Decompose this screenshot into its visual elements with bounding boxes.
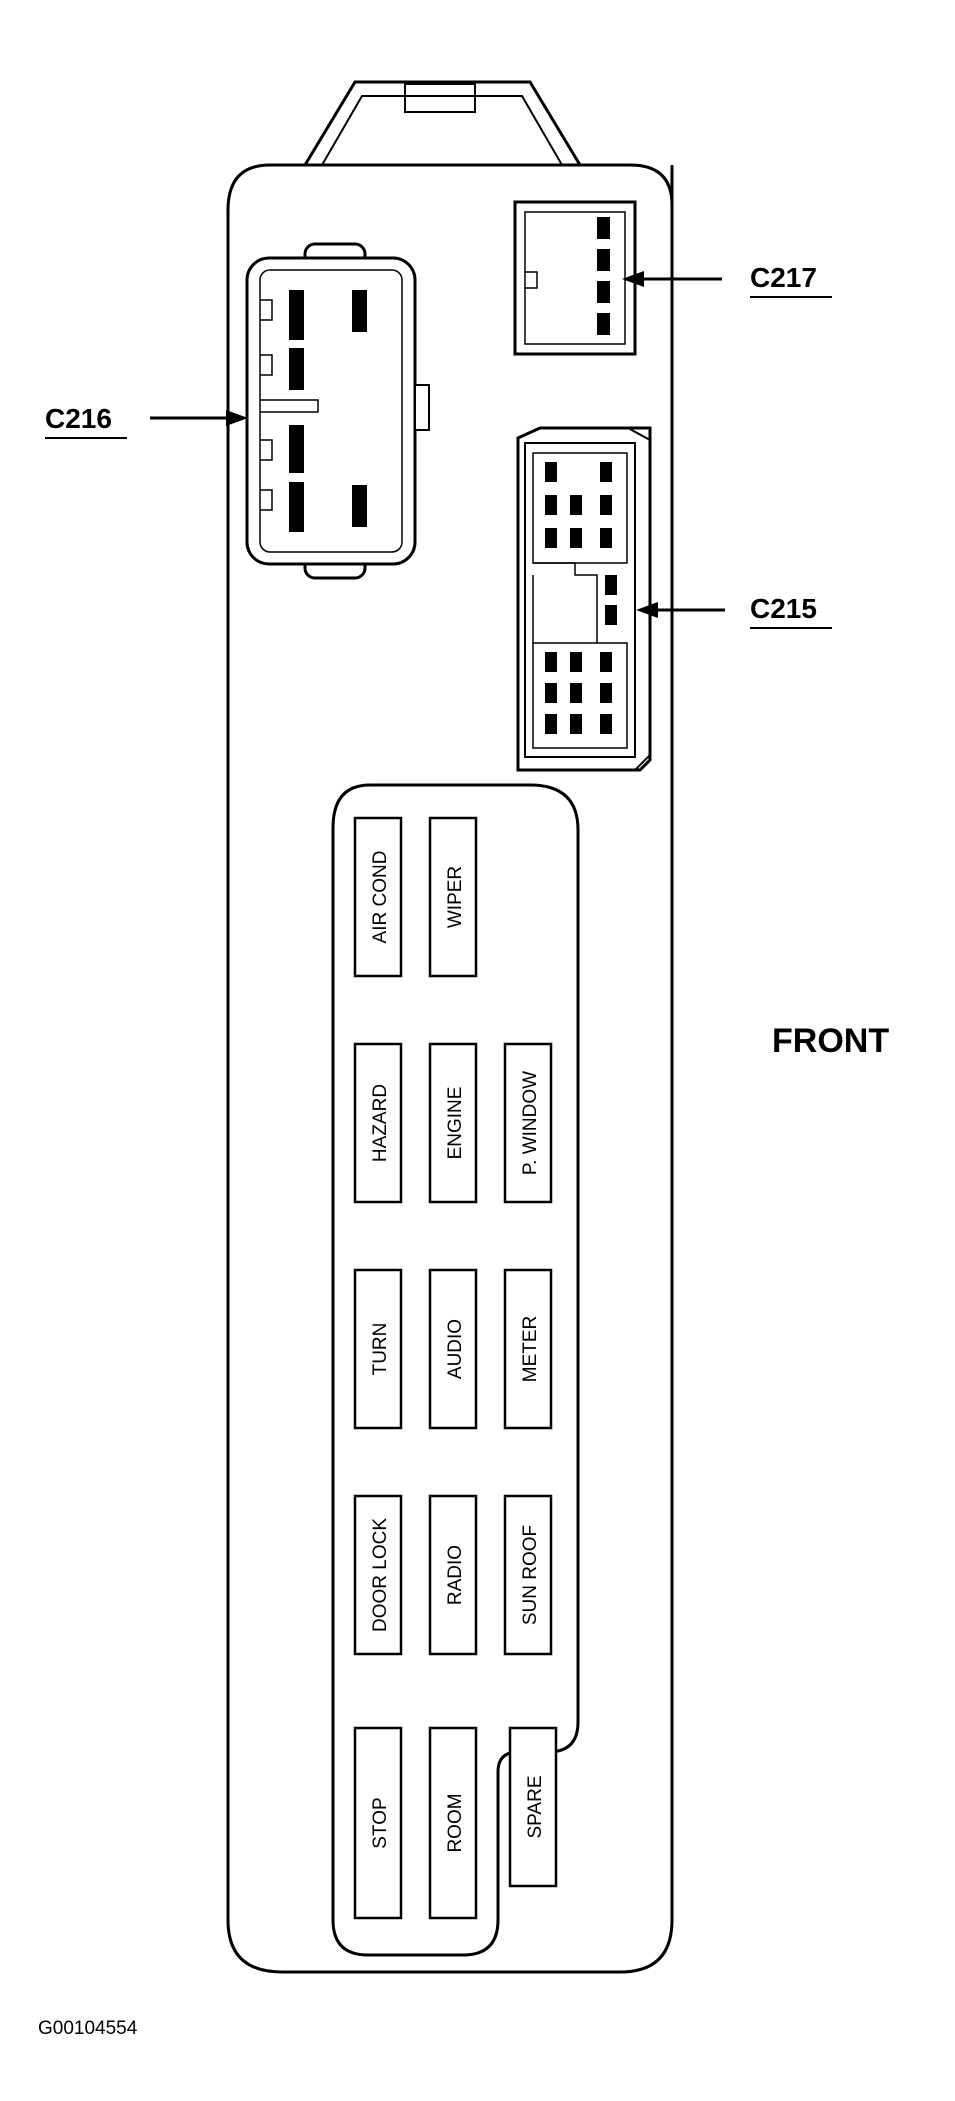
fuse-label-wiper: WIPER	[445, 866, 466, 928]
fuse-meter	[503, 1268, 553, 1430]
top-latch-inner	[321, 95, 563, 166]
callout-c217-arrow	[622, 271, 722, 287]
fuse-label-p-window: P. WINDOW	[520, 1071, 541, 1175]
fuse-label-door-lock: DOOR LOCK	[370, 1518, 391, 1632]
fuse-door-lock	[353, 1494, 403, 1656]
connector-label-c215: C215	[750, 593, 817, 624]
connector-c216-housing	[245, 242, 430, 580]
fuse-spare	[508, 1726, 558, 1888]
fuse-label-engine: ENGINE	[445, 1087, 466, 1160]
fuse-room	[428, 1726, 478, 1920]
fuse-panel-outline	[331, 783, 580, 1957]
fuse-turn	[353, 1268, 403, 1430]
fuse-audio	[428, 1268, 478, 1430]
fuse-hazard	[353, 1042, 403, 1204]
fuse-wiper	[428, 816, 478, 978]
fuse-stop	[353, 1726, 403, 1920]
fuse-label-air-cond: AIR COND	[370, 851, 391, 944]
fuse-engine	[428, 1042, 478, 1204]
fuse-label-stop: STOP	[370, 1797, 391, 1848]
connector-c217-housing	[513, 200, 637, 356]
fuse-label-sun-roof: SUN ROOF	[520, 1525, 541, 1625]
fuse-label-spare: SPARE	[525, 1775, 546, 1838]
front-label: FRONT	[772, 1022, 889, 1060]
image-code: G00104554	[38, 2018, 138, 2039]
fuse-label-audio: AUDIO	[445, 1319, 466, 1379]
connector-label-c216: C216	[45, 403, 112, 434]
fuse-label-hazard: HAZARD	[370, 1084, 391, 1162]
connector-label-c217: C217	[750, 262, 817, 293]
connector-c215-housing	[516, 426, 652, 772]
fuse-box-outline	[226, 163, 674, 1974]
fuse-air-cond	[353, 816, 403, 978]
top-latch	[303, 80, 582, 166]
fuse-label-turn: TURN	[370, 1323, 391, 1376]
fuse-radio	[428, 1494, 478, 1656]
fuse-label-room: ROOM	[445, 1793, 466, 1852]
fuse-p-window	[503, 1042, 553, 1204]
latch-tab	[404, 83, 476, 113]
callout-c216-arrow	[150, 410, 248, 426]
fuse-sun-roof	[503, 1494, 553, 1656]
callout-c215-arrow	[636, 602, 725, 618]
fuse-label-radio: RADIO	[445, 1545, 466, 1605]
fuse-label-meter: METER	[520, 1316, 541, 1383]
